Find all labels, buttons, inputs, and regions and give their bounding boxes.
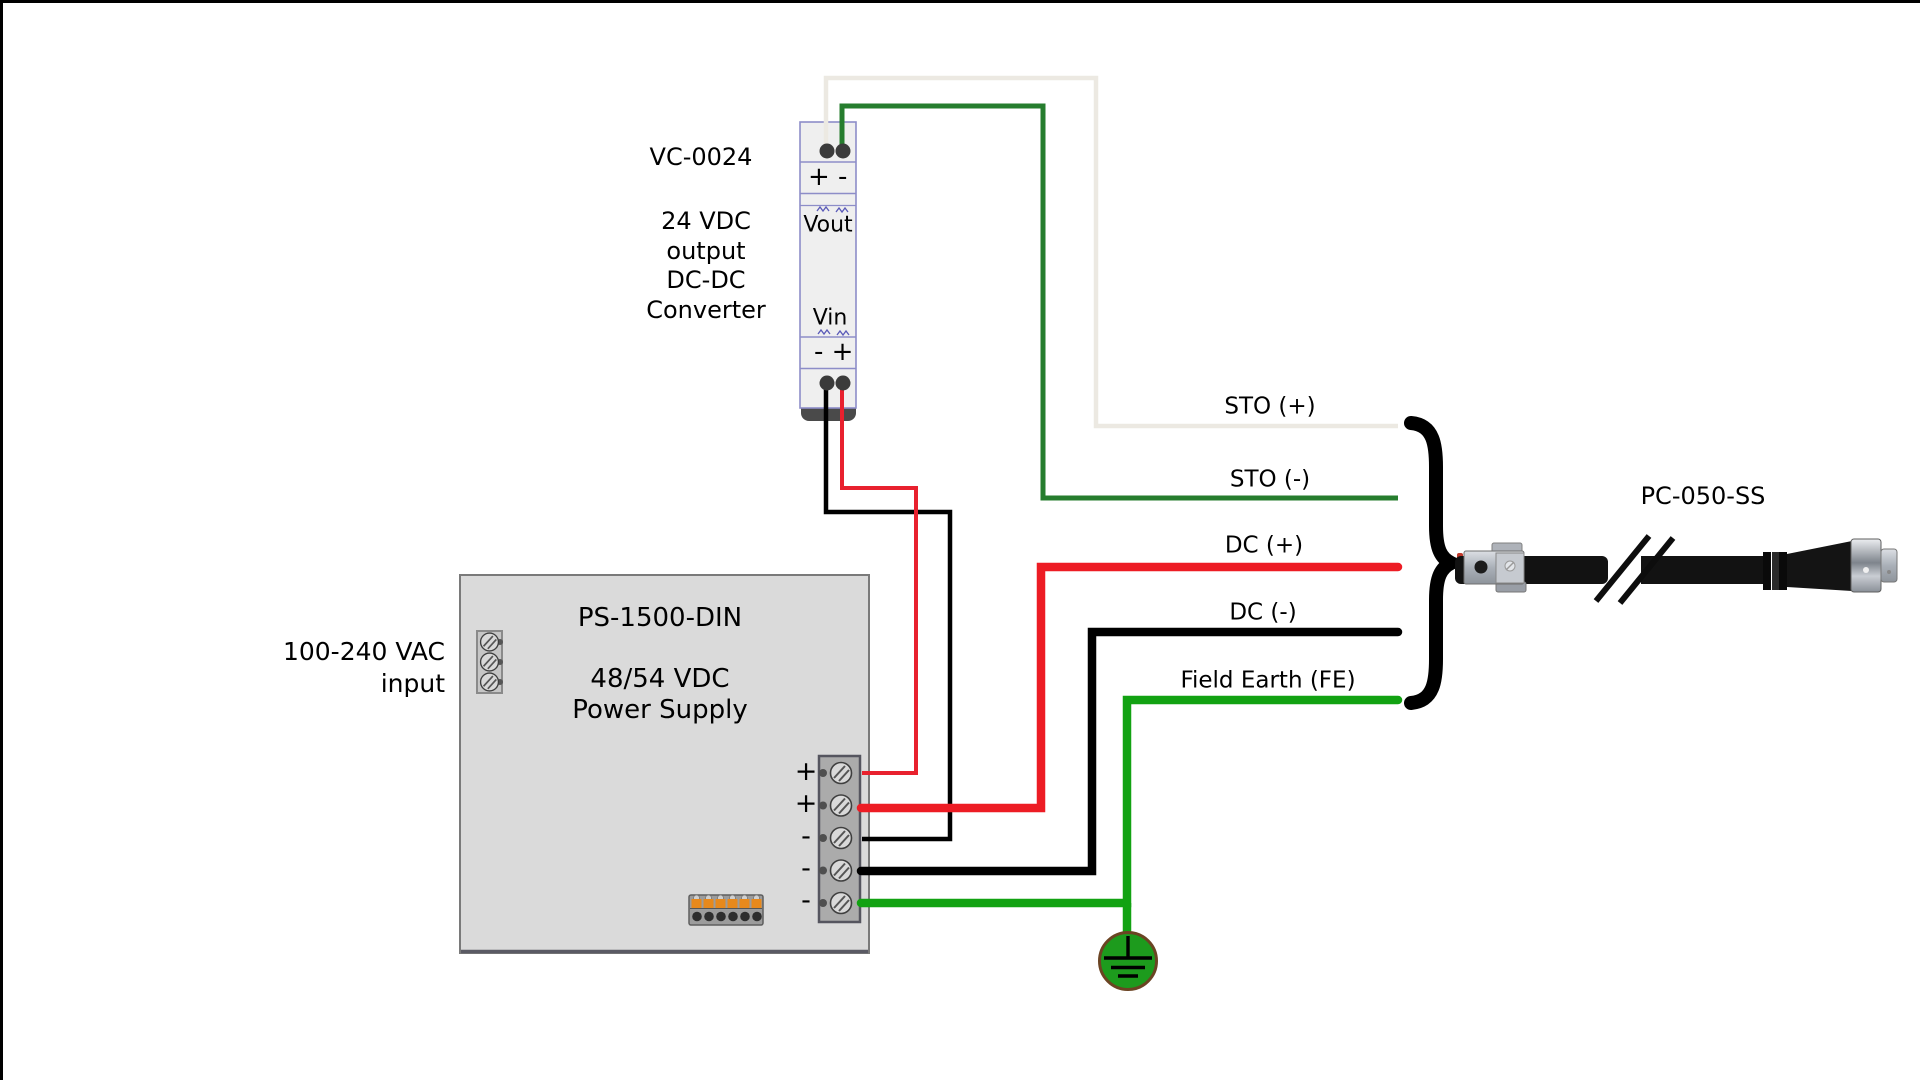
sto-minus-wire <box>839 103 1398 501</box>
signal-label-dc-minus: DC (-) <box>1229 599 1297 626</box>
psu-terminal-label-3: - <box>801 821 811 853</box>
converter-description-label: 24 VDC output DC-DC Converter <box>646 207 766 324</box>
converter-terminal-dots <box>819 143 851 391</box>
converter-bottom-polarity-label: - + <box>814 336 854 367</box>
earth-ground-icon <box>1098 931 1158 991</box>
converter-vout-label: Vout <box>803 212 853 238</box>
signal-label-field-earth: Field Earth (FE) <box>1180 667 1356 694</box>
frame-border-left <box>0 0 3 1080</box>
signal-label-dc-plus: DC (+) <box>1224 532 1304 559</box>
psu-rating-label: 48/54 VDC Power Supply <box>572 664 748 725</box>
cable-connector <box>1763 538 1898 593</box>
converter-vin-label: Vin <box>812 305 848 331</box>
dc-plus-wire <box>856 562 1403 813</box>
psu-terminal-label-5: - <box>801 885 811 917</box>
psu-model-label: PS-1500-DIN <box>577 602 743 633</box>
ac-input-label: 100-240 VAC input <box>282 637 445 698</box>
dc-minus-wire <box>856 627 1403 876</box>
power-supply-graphic <box>459 574 870 954</box>
cable-end-fitting <box>1463 542 1527 593</box>
psu-terminal-label-4: - <box>801 853 811 885</box>
signal-label-sto-minus: STO (-) <box>1229 466 1311 493</box>
field-earth-wire <box>856 695 1403 908</box>
cable-graphic <box>1455 534 1898 605</box>
ac-input-terminal-block <box>476 630 503 694</box>
converter-top-polarity-label: + - <box>808 161 848 192</box>
grouping-brace <box>1404 416 1467 710</box>
aux-connector <box>688 894 764 926</box>
output-terminal-block <box>817 754 862 924</box>
converter-model-label: VC-0024 <box>649 143 753 171</box>
converter-positive-hookup-wire <box>840 383 918 775</box>
fuse-marks-icon <box>816 205 850 337</box>
psu-terminal-label-2: + <box>794 788 818 820</box>
sto-plus-wire <box>823 75 1398 429</box>
psu-terminal-label-1: + <box>794 756 818 788</box>
cable-break-icon <box>1593 534 1676 605</box>
dcdc-converter-graphic <box>799 121 857 421</box>
cable-model-label: PC-050-SS <box>1640 482 1766 510</box>
frame-border-top <box>0 0 1920 3</box>
signal-label-sto-plus: STO (+) <box>1224 393 1316 420</box>
converter-negative-hookup-wire <box>823 383 953 842</box>
